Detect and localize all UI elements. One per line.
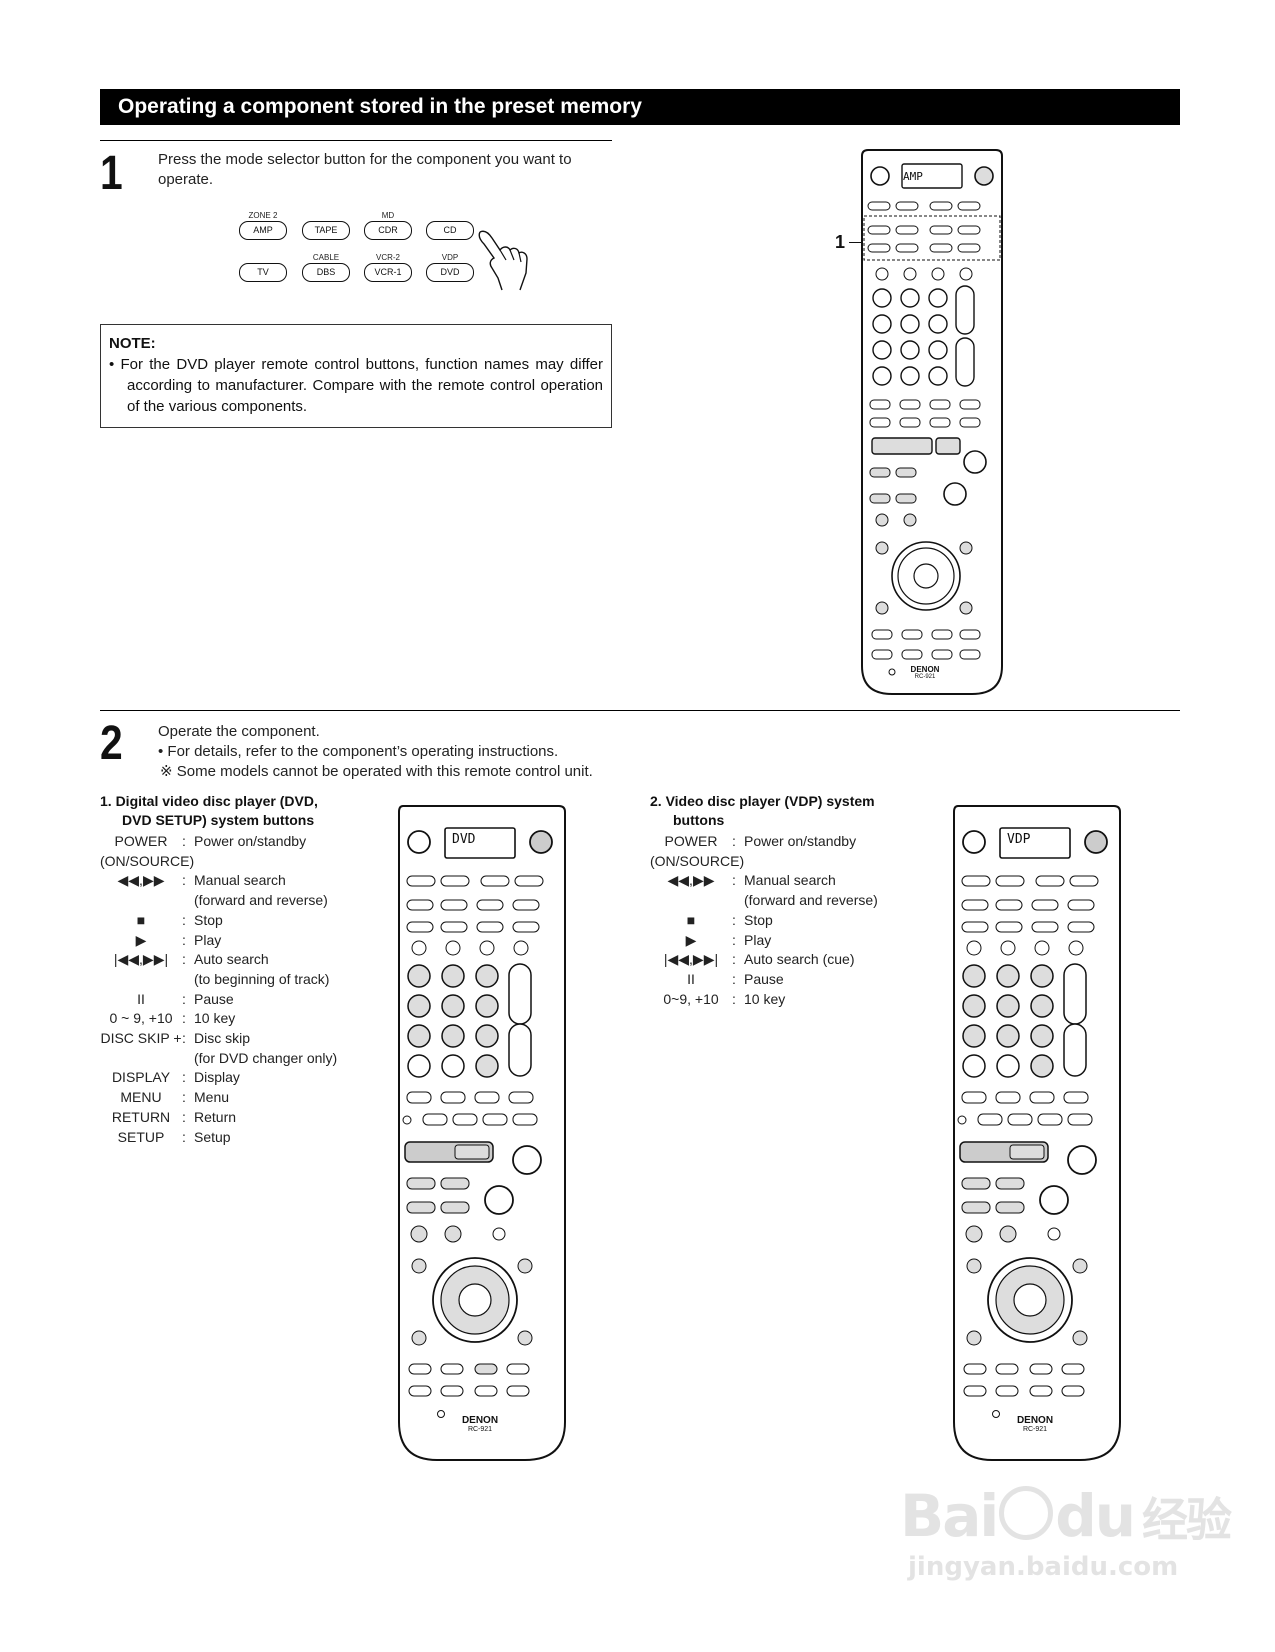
- list-item: (ON/SOURCE): [100, 852, 195, 869]
- list-item: POWER:Power on/standby: [664, 833, 857, 849]
- list-item: DISC SKIP +:Disc skip: [100, 1030, 251, 1047]
- section1-title: 1. Digital video disc player (DVD,: [100, 793, 318, 809]
- remote-display-text: VDP: [1007, 832, 1031, 847]
- list-item: |◀◀,▶▶|:Auto search (cue): [663, 951, 855, 968]
- section2-title: 2. Video disc player (VDP) system: [650, 793, 875, 809]
- list-item: II:Pause: [687, 970, 784, 987]
- amp-button[interactable]: AMP: [239, 221, 287, 240]
- hand-pointer-icon: [478, 230, 528, 291]
- cd-button[interactable]: CD: [426, 221, 474, 240]
- step2-line-1: Operate the component.: [158, 723, 320, 740]
- list-item: SETUP:Setup: [117, 1128, 231, 1145]
- dvd-button[interactable]: DVD: [426, 263, 474, 282]
- step2-rule: [100, 710, 1180, 711]
- top-label: MD: [381, 211, 395, 220]
- section-banner: Operating a component stored in the pres…: [100, 89, 1180, 125]
- list-item: II:Pause: [137, 990, 234, 1007]
- note-title: NOTE:: [109, 335, 156, 352]
- remote-display-text: DVD: [452, 832, 476, 847]
- remote-control-dvd: [398, 805, 566, 1461]
- list-item: (ON/SOURCE): [650, 852, 745, 869]
- remote-brand: DENON: [461, 1415, 499, 1426]
- step1-number: 1: [100, 147, 123, 200]
- remote-brand: DENON: [1016, 1415, 1054, 1426]
- dbs-button[interactable]: DBS: [302, 263, 350, 282]
- list-item: MENU:Menu: [120, 1089, 230, 1106]
- list-item: ■:Stop: [686, 911, 773, 928]
- section1-title-cont: DVD SETUP) system buttons: [122, 812, 315, 828]
- vcr1-button[interactable]: VCR-1: [364, 263, 412, 282]
- list-item: ▶:Play: [135, 931, 222, 948]
- section2-key-list: POWER:Power on/standby (ON/SOURCE) ◀◀,▶▶…: [650, 832, 940, 1009]
- mode-selector-illustration: ZONE 2 AMP TAPE MD CDR CD TV CABLE DBS V…: [230, 208, 530, 292]
- list-item: ◀◀,▶▶:Manual search: [117, 872, 286, 889]
- list-item: (to beginning of track): [194, 970, 330, 987]
- top-label: CABLE: [312, 253, 340, 262]
- list-item: 0 ~ 9, +10:10 key: [109, 1010, 236, 1027]
- remote-control-top: [861, 149, 1003, 695]
- remote-model: RC-921: [914, 674, 936, 680]
- step2-line-3: ※ Some models cannot be operated with th…: [160, 763, 593, 780]
- list-item: DISPLAY:Display: [111, 1069, 240, 1086]
- remote-model: RC-921: [1022, 1426, 1048, 1433]
- list-item: ◀◀,▶▶:Manual search: [667, 872, 836, 889]
- step2-number: 2: [100, 717, 123, 770]
- list-item: POWER:Power on/standby: [114, 833, 307, 849]
- callout-number: 1: [835, 232, 846, 252]
- section2-title-cont: buttons: [673, 812, 725, 828]
- list-item: ■:Stop: [136, 911, 223, 928]
- list-item: (forward and reverse): [194, 892, 328, 909]
- remote-brand: DENON: [910, 665, 940, 674]
- remote-control-vdp: [953, 805, 1121, 1461]
- list-item: (for DVD changer only): [194, 1049, 338, 1066]
- top-label: VDP: [441, 253, 459, 262]
- top-label: ZONE 2: [248, 211, 278, 220]
- list-item: (forward and reverse): [744, 892, 878, 909]
- step2-line-2: • For details, refer to the component’s …: [158, 743, 559, 760]
- list-item: 0~9, +10:10 key: [663, 990, 786, 1007]
- step1-rule: [100, 140, 612, 141]
- list-item: |◀◀,▶▶|:Auto search: [113, 951, 269, 968]
- callout-line: [849, 242, 869, 243]
- remote-model: RC-921: [467, 1426, 493, 1433]
- paw-icon: [999, 1486, 1054, 1540]
- top-label: VCR-2: [375, 253, 400, 262]
- note-text: • For the DVD player remote control butt…: [109, 356, 603, 415]
- remote-display-text: AMP: [903, 170, 923, 183]
- list-item: ▶:Play: [685, 931, 772, 948]
- section1-key-list: POWER:Power on/standby (ON/SOURCE) ◀◀,▶▶…: [100, 832, 390, 1147]
- tv-button[interactable]: TV: [239, 263, 287, 282]
- step1-text: Press the mode selector button for the c…: [158, 151, 572, 188]
- list-item: RETURN:Return: [111, 1108, 237, 1125]
- note-box: NOTE: • For the DVD player remote contro…: [100, 324, 612, 428]
- cdr-button[interactable]: CDR: [364, 221, 412, 240]
- tape-button[interactable]: TAPE: [302, 221, 350, 240]
- watermark-url: jingyan.baidu.com: [908, 1552, 1179, 1582]
